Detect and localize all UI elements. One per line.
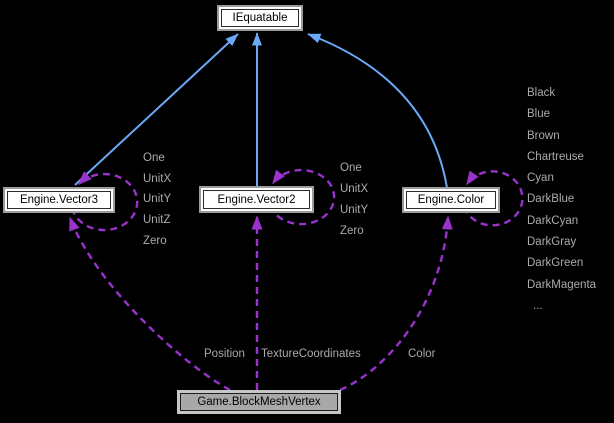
- node-iequatable[interactable]: IEquatable: [217, 5, 303, 31]
- field-label: DarkMagenta: [527, 278, 597, 291]
- field-label: Blue: [527, 108, 551, 121]
- field-label: Cyan: [527, 172, 554, 185]
- node-engine-vector3[interactable]: Engine.Vector3: [3, 187, 115, 213]
- node-engine-vector2-label: Engine.Vector2: [203, 190, 310, 209]
- edge-label-color: Color: [408, 348, 436, 360]
- field-label: Chartreuse: [527, 150, 584, 163]
- node-engine-vector2[interactable]: Engine.Vector2: [199, 186, 314, 213]
- field-label: DarkGreen: [527, 257, 584, 270]
- field-label: DarkCyan: [527, 214, 579, 227]
- usage-edge-color: [339, 215, 453, 392]
- field-list-ellipsis: ...: [533, 299, 543, 312]
- node-engine-vector3-label: Engine.Vector3: [7, 191, 111, 209]
- self-loop-vector2: [268, 168, 336, 226]
- field-label: UnitX: [340, 183, 369, 195]
- edge-label-position: Position: [204, 348, 245, 360]
- node-iequatable-label: IEquatable: [221, 9, 299, 27]
- field-label: One: [143, 152, 165, 164]
- field-label: UnitX: [143, 172, 172, 185]
- field-label: DarkGray: [527, 236, 577, 249]
- field-label: Black: [527, 87, 556, 99]
- field-list-vector3: One UnitX UnitY UnitZ Zero: [143, 148, 171, 252]
- edge-label-texturecoordinates: TextureCoordinates: [261, 348, 361, 360]
- usage-edge-position: [68, 216, 231, 392]
- field-list-color: Black Blue Brown Chartreuse Cyan DarkBlu…: [527, 83, 596, 317]
- field-label: One: [340, 162, 362, 174]
- node-engine-color[interactable]: Engine.Color: [402, 187, 500, 213]
- field-label: Zero: [143, 234, 167, 247]
- field-label: Brown: [527, 129, 560, 142]
- field-list-vector2: One UnitX UnitY Zero: [340, 158, 368, 242]
- node-game-blockmeshvertex-label: Game.BlockMeshVertex: [180, 393, 338, 411]
- field-label: DarkBlue: [527, 193, 575, 206]
- node-engine-color-label: Engine.Color: [406, 191, 496, 209]
- field-label: UnitY: [143, 193, 172, 206]
- field-label: Zero: [340, 225, 364, 237]
- self-loop-color: [462, 170, 524, 227]
- field-label: UnitY: [340, 204, 369, 216]
- field-label: UnitZ: [143, 214, 171, 227]
- inheritance-edge-color-iequatable: [307, 33, 448, 189]
- node-game-blockmeshvertex[interactable]: Game.BlockMeshVertex: [177, 390, 341, 414]
- inheritance-edge-vector3-iequatable: [74, 33, 239, 186]
